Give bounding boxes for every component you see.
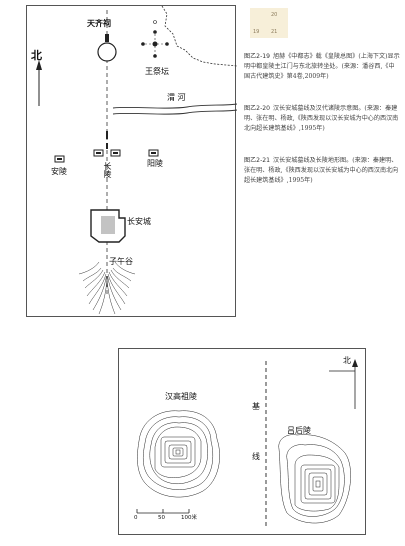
boundary-line [161, 6, 237, 67]
tianqi-circle [97, 42, 117, 62]
changan-city [90, 209, 126, 243]
river-line-2 [112, 109, 237, 115]
caption-2-number: 图乙2-20 [244, 105, 271, 112]
bottom-map: 汉高祖陵 吕后陵 基 线 北 0 50 100米 [118, 348, 366, 535]
label-baseline-2: 线 [252, 452, 260, 461]
thumb-num-21: 21 [271, 29, 278, 35]
label-river: 渭 河 [167, 93, 186, 102]
top-map-drawing [36, 6, 237, 315]
label-right-mound: 吕后陵 [287, 426, 311, 435]
bottom-map-drawing [136, 359, 358, 527]
north-label: 北 [31, 49, 42, 62]
label-wangjitan: 王祭坛 [145, 67, 169, 76]
axis-mark-2 [106, 143, 108, 149]
tomb-anling [54, 155, 65, 163]
caption-2-text: 汉长安城墓线及汉代诸陵示意图。(来源：秦建明、张在明、杨政,《陕西发现以汉长安城… [244, 105, 399, 132]
label-anling: 安陵 [51, 167, 67, 176]
scale-bar [136, 509, 190, 514]
caption-3-number: 图乙2-21 [244, 157, 271, 164]
north-label-bottom: 北 [343, 356, 351, 365]
altar-cross [141, 20, 169, 58]
axis-mark [106, 131, 108, 139]
label-left-mound: 汉高祖陵 [165, 392, 197, 401]
tianqi-marker [105, 34, 109, 42]
scale-100: 100米 [181, 515, 197, 521]
top-map: 天齐祠 王祭坛 北 渭 河 安陵 长陵 阳陵 长安城 子午谷 [26, 5, 237, 317]
north-arrow [36, 60, 42, 106]
thumb-num-20: 20 [271, 12, 278, 18]
label-yangling: 阳陵 [147, 159, 163, 168]
river-line [112, 103, 237, 109]
right-mound-contours [278, 434, 351, 524]
caption-3-text: 汉长安城墓线及长陵地形图。(来源：秦建明、张在明、杨政,《陕西发现以汉长安城为中… [244, 157, 399, 184]
label-changling: 长陵 [103, 162, 112, 178]
page-thumbnail: 20 19 21 [250, 8, 288, 38]
label-changancheng: 长安城 [127, 217, 151, 226]
label-baseline-1: 基 [252, 402, 260, 411]
left-mound-contours [137, 410, 220, 498]
caption-1-text: 旭赫《中都志》载《皇陵总图》(上海下文)显示明中都皇陵主江门与东北旅转坐处。(来… [244, 53, 400, 80]
tomb-changling [93, 149, 121, 157]
caption-1-number: 图乙2-19 [244, 53, 271, 60]
tomb-yangling [148, 149, 159, 157]
scale-50: 50 [158, 515, 165, 521]
ziwu-terrain [78, 261, 136, 315]
label-ziwugu: 子午谷 [109, 257, 133, 266]
label-tianqi: 天齐祠 [87, 18, 111, 28]
scale-0: 0 [134, 515, 138, 521]
thumb-num-19: 19 [253, 29, 260, 35]
north-arrow-bottom [329, 359, 358, 409]
